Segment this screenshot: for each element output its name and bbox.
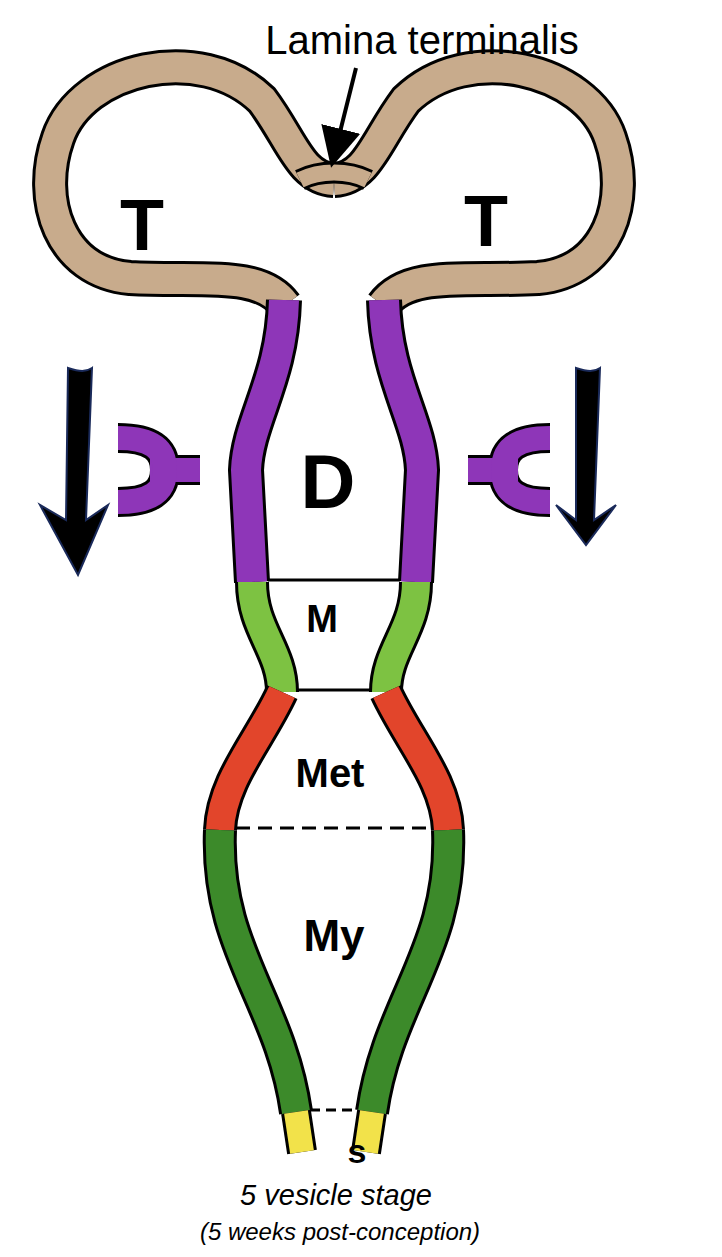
caption: 5 vesicle stage xyxy=(240,1180,432,1212)
structure-label: Lamina terminalis xyxy=(265,18,578,62)
vesicle-label: T xyxy=(464,182,508,261)
vesicle-label: T xyxy=(120,186,164,265)
caption-note: (5 weeks post-conception) xyxy=(200,1219,480,1245)
vesicle-label: s xyxy=(348,1133,367,1170)
vesicle-label: M xyxy=(306,599,338,641)
vesicle-label: My xyxy=(303,912,364,960)
vesicle-label: Met xyxy=(296,751,365,795)
vesicle-label: D xyxy=(301,440,356,524)
